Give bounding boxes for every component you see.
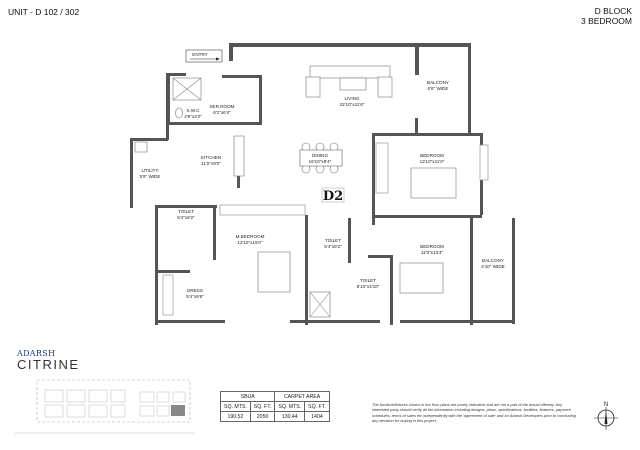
svg-text:4'9"x3'2": 4'9"x3'2" xyxy=(184,114,202,119)
brand-line-1: ADARSH xyxy=(17,349,56,358)
block-info: D BLOCK 3 BEDROOM xyxy=(581,6,632,26)
svg-text:TOILET: TOILET xyxy=(360,278,376,283)
col-header: SQ. FT. xyxy=(304,401,330,412)
svg-text:BALCONY: BALCONY xyxy=(482,258,504,263)
compass-icon: N xyxy=(594,402,618,430)
svg-text:S.W.C: S.W.C xyxy=(186,108,200,113)
svg-text:5'4"x9'6": 5'4"x9'6" xyxy=(186,294,204,299)
svg-text:UTILITY: UTILITY xyxy=(141,168,158,173)
unit-title: UNIT - D 102 / 302 xyxy=(8,7,80,17)
carpet-sqm: 130.44 xyxy=(274,411,306,422)
unit-type: 3 BEDROOM xyxy=(580,16,632,26)
svg-text:5'9" WIDE: 5'9" WIDE xyxy=(140,174,161,179)
highlighted-unit-block xyxy=(171,405,185,416)
svg-text:SER.ROOM: SER.ROOM xyxy=(209,104,234,109)
svg-text:LIVING: LIVING xyxy=(344,96,359,101)
svg-text:11'0"x9'0": 11'0"x9'0" xyxy=(201,161,221,166)
carpet-sqft: 1404 xyxy=(304,411,330,422)
north-label: N xyxy=(604,402,608,408)
svg-text:M.BEDROOM: M.BEDROOM xyxy=(236,234,265,239)
brand-line-2: CITRINE xyxy=(17,357,80,372)
area-table: SBUA CARPET AREA SQ. MTS. SQ. FT. SQ. MT… xyxy=(219,391,330,422)
svg-text:4'10" WIDE: 4'10" WIDE xyxy=(481,264,504,269)
key-plan xyxy=(15,379,195,434)
block-name: D BLOCK xyxy=(594,6,632,16)
col-header: SQ. MTS. xyxy=(274,401,306,412)
svg-text:16'10"x9'4": 16'10"x9'4" xyxy=(309,159,332,164)
svg-text:DRESS: DRESS xyxy=(187,288,203,293)
col-header: SQ. MTS. xyxy=(220,401,251,412)
svg-text:6'6" WIDE: 6'6" WIDE xyxy=(428,86,449,91)
entry-label: ENTRY xyxy=(192,52,208,57)
svg-text:22'10"x11'6": 22'10"x11'6" xyxy=(340,102,365,107)
svg-text:5'4"x9'2": 5'4"x9'2" xyxy=(324,244,342,249)
svg-text:13'10"x11'0": 13'10"x11'0" xyxy=(420,159,445,164)
entry-marker: ENTRY xyxy=(185,49,223,63)
disclaimer: The furniture/fixtures shown in the floo… xyxy=(372,402,576,424)
svg-text:11'0"x13'4": 11'0"x13'4" xyxy=(421,250,444,255)
svg-text:TOILET: TOILET xyxy=(178,209,194,214)
sbua-sqm: 190.52 xyxy=(220,411,251,422)
fixtures xyxy=(134,65,489,318)
brand-logo: ADARSH CITRINE xyxy=(17,349,80,372)
svg-text:BEDROOM: BEDROOM xyxy=(420,153,444,158)
carpet-area-header: CARPET AREA xyxy=(274,391,330,402)
svg-text:6'10"x3'10": 6'10"x3'10" xyxy=(357,284,380,289)
svg-text:DINING: DINING xyxy=(312,153,329,158)
svg-text:TOILET: TOILET xyxy=(325,238,341,243)
svg-text:KITCHEN: KITCHEN xyxy=(201,155,221,160)
room-swc: S.W.C4'9"x3'2" xyxy=(184,108,202,119)
sbua-sqft: 2050 xyxy=(249,411,276,422)
unit-tag: D2 xyxy=(323,189,343,204)
svg-text:BALCONY: BALCONY xyxy=(427,80,449,85)
svg-text:12'10"x15'0": 12'10"x15'0" xyxy=(237,240,263,245)
sbua-header: SBUA xyxy=(219,391,276,402)
col-header: SQ. FT. xyxy=(249,401,276,412)
svg-text:6'2"x6'4": 6'2"x6'4" xyxy=(213,110,231,115)
svg-text:BEDROOM: BEDROOM xyxy=(420,244,444,249)
svg-text:5'4"x9'2": 5'4"x9'2" xyxy=(177,215,195,220)
